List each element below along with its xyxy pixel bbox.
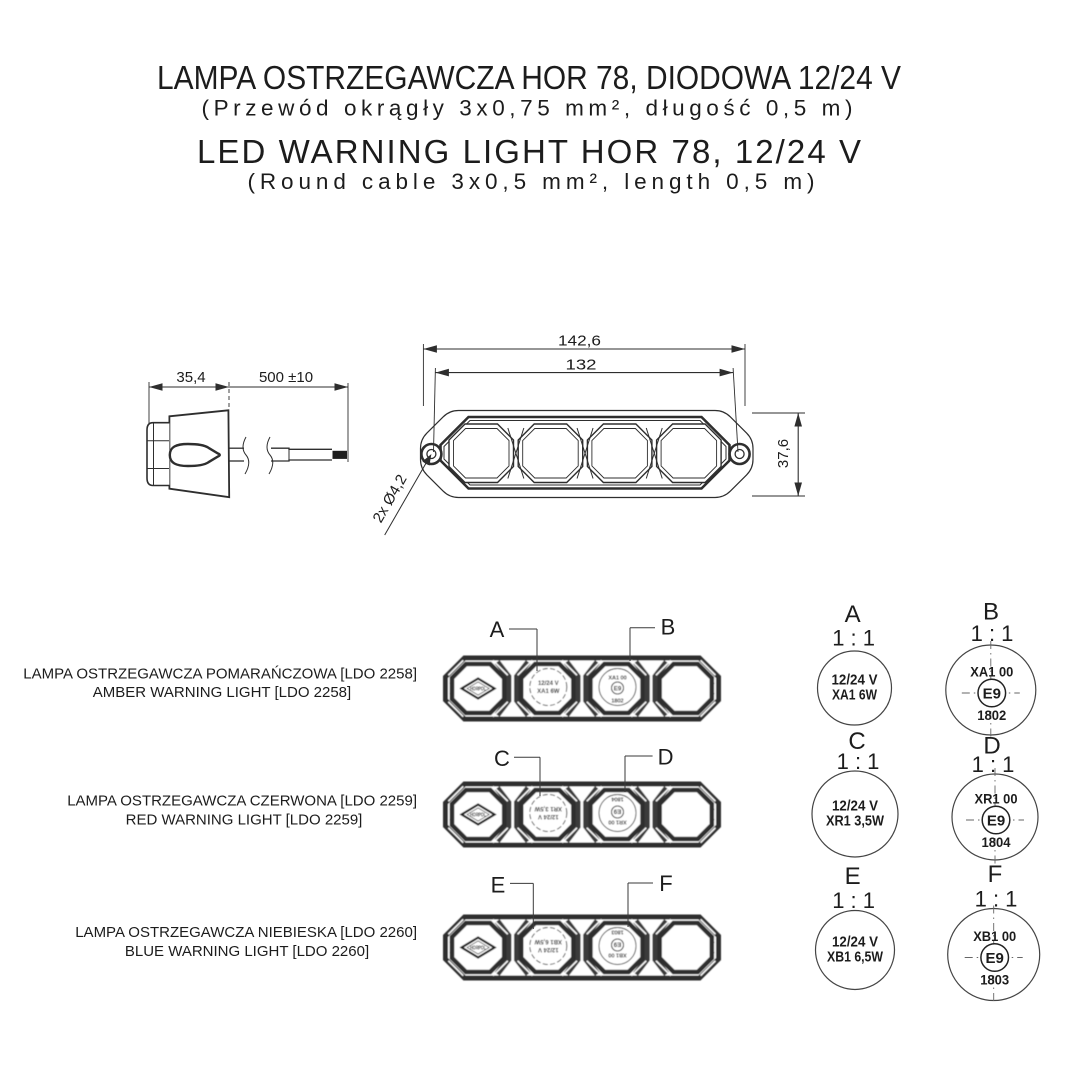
svg-text:E9: E9 bbox=[613, 808, 621, 815]
svg-text:E: E bbox=[491, 872, 506, 897]
svg-text:12/24 V: 12/24 V bbox=[538, 813, 559, 819]
svg-text:B: B bbox=[661, 615, 676, 640]
svg-text:E9: E9 bbox=[983, 686, 1001, 703]
svg-text:HORPOL: HORPOL bbox=[470, 945, 486, 951]
svg-text:1 : 1: 1 : 1 bbox=[832, 888, 875, 913]
svg-text:1 : 1: 1 : 1 bbox=[971, 621, 1014, 646]
svg-text:1802: 1802 bbox=[977, 707, 1006, 723]
svg-text:LAMPA OSTRZEGAWCZA HOR 78, DIO: LAMPA OSTRZEGAWCZA HOR 78, DIODOWA 12/24… bbox=[157, 59, 901, 96]
svg-text:XR1 3,5W: XR1 3,5W bbox=[534, 805, 562, 811]
svg-text:E9: E9 bbox=[987, 813, 1005, 830]
svg-text:12/24 V: 12/24 V bbox=[538, 681, 559, 687]
svg-text:LAMPA OSTRZEGAWCZA NIEBIESKA [: LAMPA OSTRZEGAWCZA NIEBIESKA [LDO 2260] bbox=[75, 924, 417, 941]
svg-text:132: 132 bbox=[566, 357, 597, 374]
svg-text:(Przewód okrągły 3x0,75 mm², d: (Przewód okrągły 3x0,75 mm², długość 0,5… bbox=[202, 96, 853, 121]
svg-text:142,6: 142,6 bbox=[558, 333, 601, 350]
svg-text:1803: 1803 bbox=[980, 972, 1009, 988]
svg-text:XA1 00: XA1 00 bbox=[970, 664, 1013, 680]
svg-text:XB1 6,5W: XB1 6,5W bbox=[827, 950, 883, 966]
svg-text:BLUE WARNING LIGHT [LDO 2260]: BLUE WARNING LIGHT [LDO 2260] bbox=[125, 943, 369, 960]
svg-text:1802: 1802 bbox=[611, 699, 623, 705]
svg-text:XB1 00: XB1 00 bbox=[973, 928, 1016, 944]
svg-text:LAMPA OSTRZEGAWCZA POMARAŃCZOW: LAMPA OSTRZEGAWCZA POMARAŃCZOWA [LDO 225… bbox=[23, 666, 417, 683]
svg-text:XR1 00: XR1 00 bbox=[975, 791, 1018, 807]
svg-text:1 : 1: 1 : 1 bbox=[975, 886, 1018, 911]
svg-text:35,4: 35,4 bbox=[176, 369, 205, 386]
svg-text:HORPOL: HORPOL bbox=[470, 686, 486, 692]
svg-text:1 : 1: 1 : 1 bbox=[837, 749, 880, 774]
svg-text:F: F bbox=[988, 861, 1003, 888]
svg-text:E9: E9 bbox=[986, 950, 1004, 967]
svg-text:D: D bbox=[658, 745, 674, 770]
svg-text:1 : 1: 1 : 1 bbox=[972, 752, 1015, 777]
svg-text:XA1 6W: XA1 6W bbox=[537, 689, 560, 695]
svg-text:E9: E9 bbox=[613, 941, 621, 948]
svg-text:(Round cable 3x0,5 mm², length: (Round cable 3x0,5 mm², length 0,5 m) bbox=[248, 169, 815, 194]
svg-text:1 : 1: 1 : 1 bbox=[832, 626, 875, 651]
svg-text:12/24 V: 12/24 V bbox=[538, 946, 559, 952]
svg-text:12/24 V: 12/24 V bbox=[832, 673, 878, 689]
svg-text:F: F bbox=[659, 871, 672, 896]
svg-text:XB1 6,5W: XB1 6,5W bbox=[534, 938, 562, 944]
svg-text:D: D bbox=[983, 732, 1000, 759]
svg-text:37,6: 37,6 bbox=[775, 439, 792, 468]
svg-text:1803: 1803 bbox=[611, 929, 623, 935]
svg-text:A: A bbox=[845, 601, 861, 628]
svg-text:12/24 V: 12/24 V bbox=[832, 799, 878, 815]
svg-text:E9: E9 bbox=[614, 685, 622, 692]
svg-text:12/24 V: 12/24 V bbox=[832, 935, 878, 951]
svg-text:AMBER WARNING LIGHT [LDO 2258]: AMBER WARNING LIGHT [LDO 2258] bbox=[93, 684, 351, 701]
svg-text:RED WARNING LIGHT [LDO 2259]: RED WARNING LIGHT [LDO 2259] bbox=[126, 812, 363, 829]
svg-text:500 ±10: 500 ±10 bbox=[259, 369, 313, 386]
svg-text:XA1 00: XA1 00 bbox=[608, 676, 626, 682]
svg-text:B: B bbox=[983, 599, 999, 626]
svg-text:1804: 1804 bbox=[610, 796, 623, 802]
svg-text:C: C bbox=[494, 746, 510, 771]
svg-text:A: A bbox=[490, 617, 505, 642]
svg-text:LAMPA OSTRZEGAWCZA CZERWONA [L: LAMPA OSTRZEGAWCZA CZERWONA [LDO 2259] bbox=[67, 792, 417, 809]
svg-text:HORPOL: HORPOL bbox=[470, 812, 486, 818]
svg-text:XB1 00: XB1 00 bbox=[608, 952, 626, 958]
svg-text:XR1 3,5W: XR1 3,5W bbox=[826, 814, 884, 830]
svg-text:XR1 00: XR1 00 bbox=[608, 819, 626, 825]
svg-text:1804: 1804 bbox=[982, 834, 1011, 850]
svg-text:XA1 6W: XA1 6W bbox=[832, 688, 877, 704]
svg-text:E: E bbox=[845, 863, 861, 890]
svg-text:LED WARNING LIGHT HOR 78, 12/2: LED WARNING LIGHT HOR 78, 12/24 V bbox=[197, 133, 861, 170]
svg-text:C: C bbox=[848, 728, 865, 755]
